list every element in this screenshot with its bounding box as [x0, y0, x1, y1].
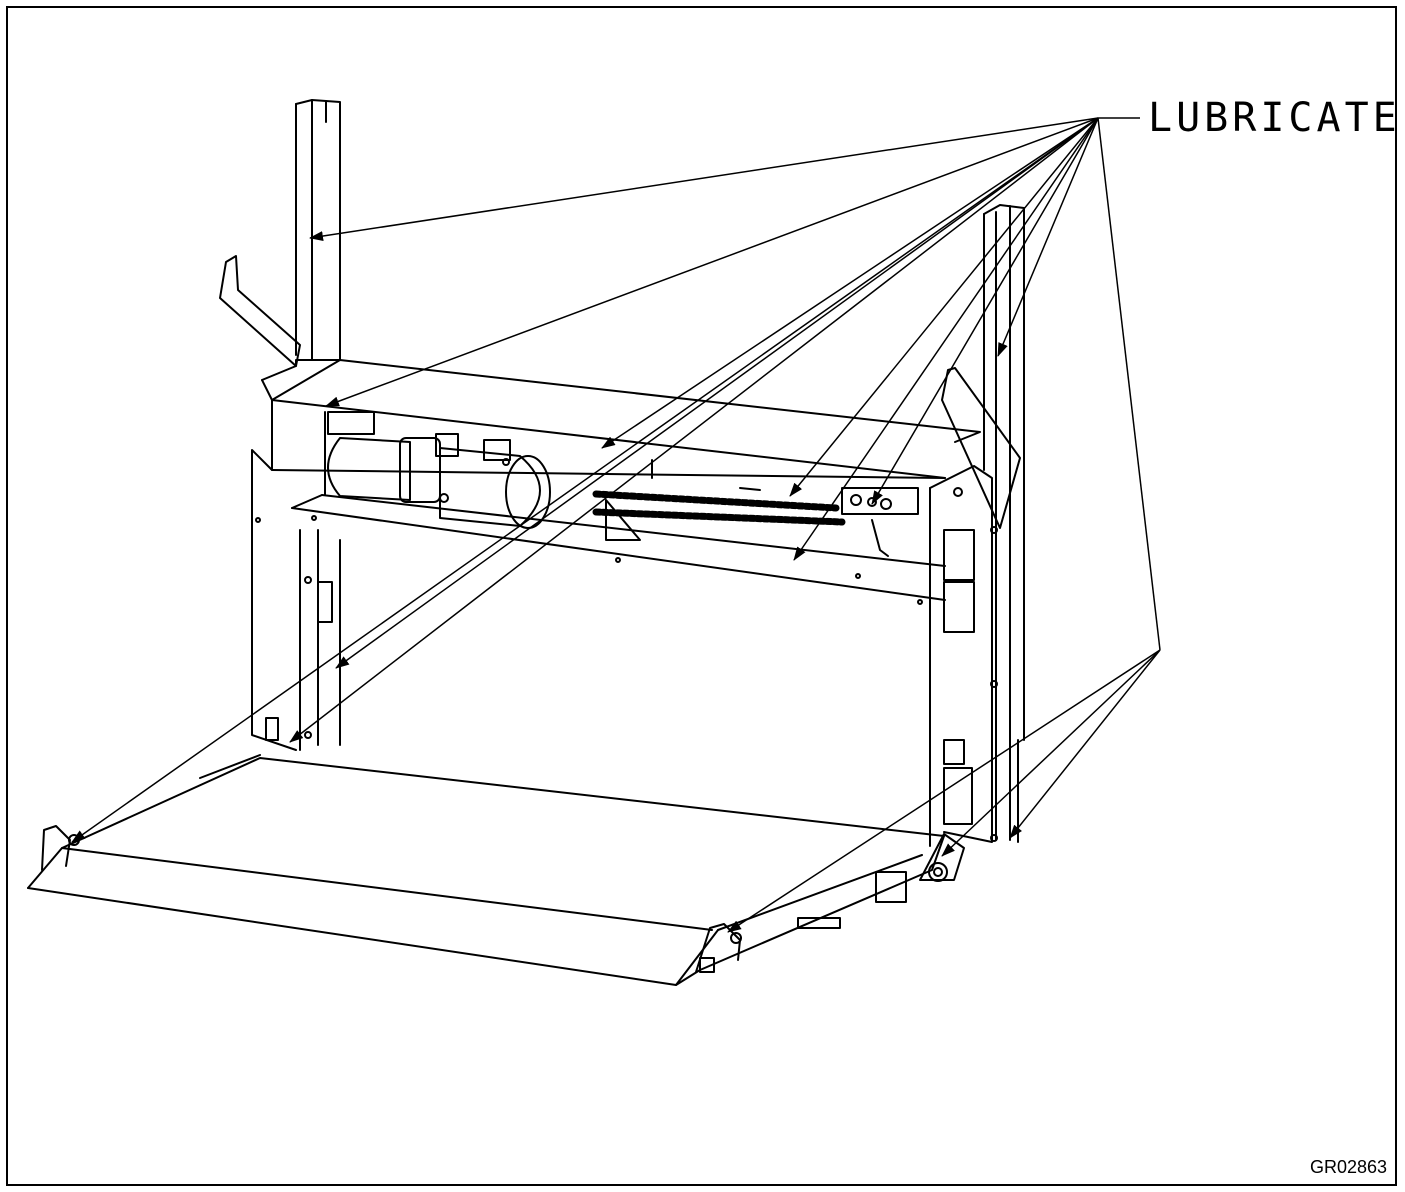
chain-anchor-block	[841, 487, 919, 515]
right-hinge	[695, 917, 841, 973]
figure-id: GR02863	[1309, 1157, 1387, 1177]
lift-chain-lower	[592, 508, 846, 526]
left-hinge	[41, 717, 279, 871]
lubricate-label: LUBRICATE	[1148, 95, 1401, 141]
left-side-plate	[251, 359, 341, 751]
lift-chain-upper	[592, 490, 840, 512]
lubricate-leaders	[71, 117, 1161, 933]
left-handle	[219, 255, 301, 367]
power-unit-housing	[271, 359, 981, 605]
right-column	[983, 204, 1025, 843]
hydraulic-pump-motor	[327, 433, 761, 529]
right-handle	[941, 367, 1021, 529]
platform	[27, 754, 945, 986]
drawing-frame	[6, 6, 1397, 1186]
chain-bracket	[605, 499, 641, 541]
left-column	[295, 99, 341, 361]
pivot-link	[875, 833, 965, 903]
right-side-plate	[929, 465, 998, 847]
